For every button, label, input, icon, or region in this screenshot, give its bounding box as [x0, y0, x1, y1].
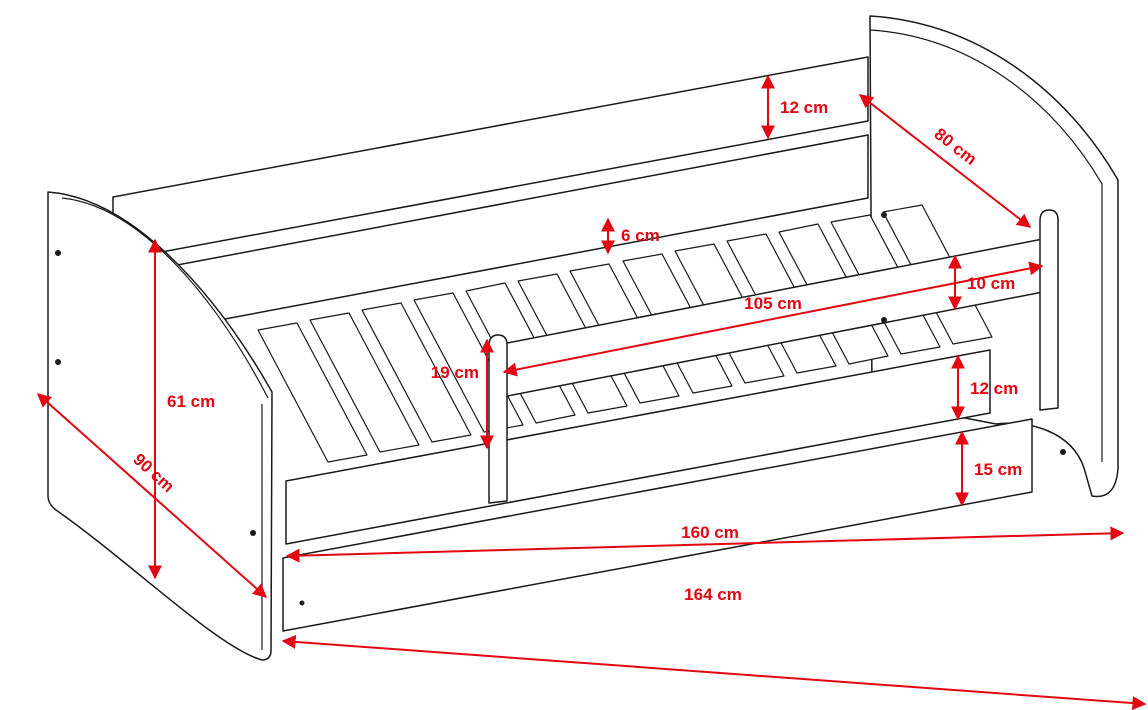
dimension-label: 15 cm: [974, 460, 1022, 479]
screw-dot: [881, 212, 887, 218]
dimension-label: 12 cm: [970, 379, 1018, 398]
guard-post-left: [488, 334, 508, 504]
dim-guard-post-height: 19 cm: [431, 338, 494, 450]
guard-post-right: [1039, 209, 1059, 411]
drawer-front: [282, 418, 1033, 632]
screw-dot: [55, 359, 61, 365]
screw-dot: [299, 600, 305, 606]
dimension-label: 164 cm: [684, 585, 742, 604]
headboard-thickness-line: [869, 29, 1103, 462]
dimension-label: 105 cm: [744, 294, 802, 313]
dimension-arrow: [36, 393, 268, 598]
dimension-label: 61 cm: [167, 392, 215, 411]
screw-dot: [1060, 449, 1066, 455]
footboard-thickness-line: [61, 197, 269, 399]
dimension-arrow: [502, 261, 1044, 377]
dim-drawer-front-height: 15 cm: [955, 430, 1022, 507]
screw-dot: [55, 250, 61, 256]
dim-guard-rail-length: 105 cm: [502, 261, 1044, 377]
dimension-arrow: [285, 526, 1125, 563]
dim-side-rail-height: 12 cm: [951, 354, 1018, 421]
dimension-label: 12 cm: [780, 98, 828, 117]
screw-dot: [250, 530, 256, 536]
dim-mattress-length: 160 cm: [285, 523, 1125, 563]
dim-top-rail-width: 12 cm: [761, 74, 828, 140]
mattress-slat: [361, 302, 472, 443]
dimension-label: 160 cm: [681, 523, 739, 542]
screw-dot: [881, 317, 887, 323]
front-side-rail: [285, 349, 991, 545]
dim-slat-spacing: 6 cm: [601, 217, 660, 255]
dimension-label: 19 cm: [431, 363, 479, 382]
dimension-arrow: [281, 634, 1147, 710]
dimension-label: 6 cm: [621, 226, 660, 245]
dimension-arrow: [858, 94, 1032, 228]
mattress-slat: [257, 322, 368, 463]
dim-overall-length: 164 cm: [281, 585, 1147, 710]
mattress-slat: [309, 312, 420, 453]
